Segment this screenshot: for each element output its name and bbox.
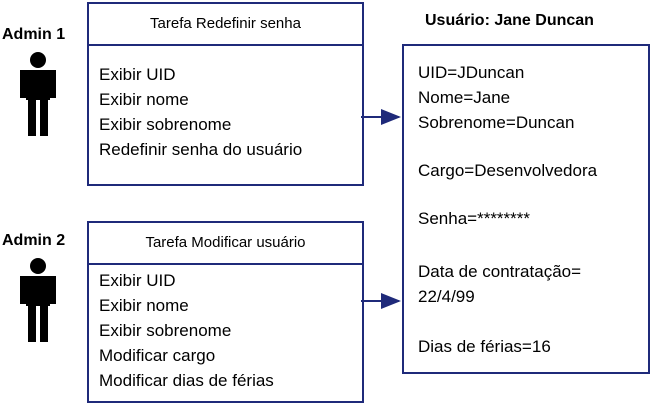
user-field-hire-date-label: Data de contratação= — [418, 262, 582, 281]
user-title: Usuário: Jane Duncan — [425, 12, 594, 29]
user-field-job-title: Cargo=Desenvolvedora — [418, 161, 598, 180]
user-record-box: UID=JDuncan Nome=Jane Sobrenome=Duncan C… — [402, 44, 650, 374]
permission-item: Exibir sobrenome — [99, 321, 232, 340]
task-permissions-list: Exibir UID Exibir nome Exibir sobrenome … — [99, 62, 302, 162]
user-field-last-name: Sobrenome=Duncan — [418, 113, 575, 132]
task-permissions-list: Exibir UID Exibir nome Exibir sobrenome … — [99, 268, 274, 393]
user-field-uid: UID=JDuncan — [418, 63, 525, 82]
user-field-first-name: Nome=Jane — [418, 88, 511, 107]
admin-2-label: Admin 2 — [2, 232, 66, 249]
task-box-reset-password: Tarefa Redefinir senha Exibir UID Exibir… — [87, 2, 364, 186]
user-field-password: Senha=******** — [418, 209, 531, 228]
permission-item: Modificar cargo — [99, 346, 216, 365]
permission-item: Exibir sobrenome — [99, 115, 232, 134]
user-field-hire-date-value: 22/4/99 — [418, 287, 475, 306]
task-title: Tarefa Modificar usuário — [89, 223, 362, 265]
permission-item: Modificar dias de férias — [99, 371, 274, 390]
permission-item: Exibir nome — [99, 296, 189, 315]
permission-item: Exibir nome — [99, 90, 189, 109]
task-title: Tarefa Redefinir senha — [89, 4, 362, 46]
permission-item: Exibir UID — [99, 65, 176, 84]
admin-1-label: Admin 1 — [2, 26, 66, 43]
permission-item: Exibir UID — [99, 271, 176, 290]
admin-1-person-icon — [20, 52, 56, 136]
permission-item: Redefinir senha do usuário — [99, 140, 303, 159]
admin-2-person-icon — [20, 258, 56, 342]
task-box-modify-user: Tarefa Modificar usuário Exibir UID Exib… — [87, 221, 364, 403]
user-field-vacation-days: Dias de férias=16 — [418, 337, 551, 356]
